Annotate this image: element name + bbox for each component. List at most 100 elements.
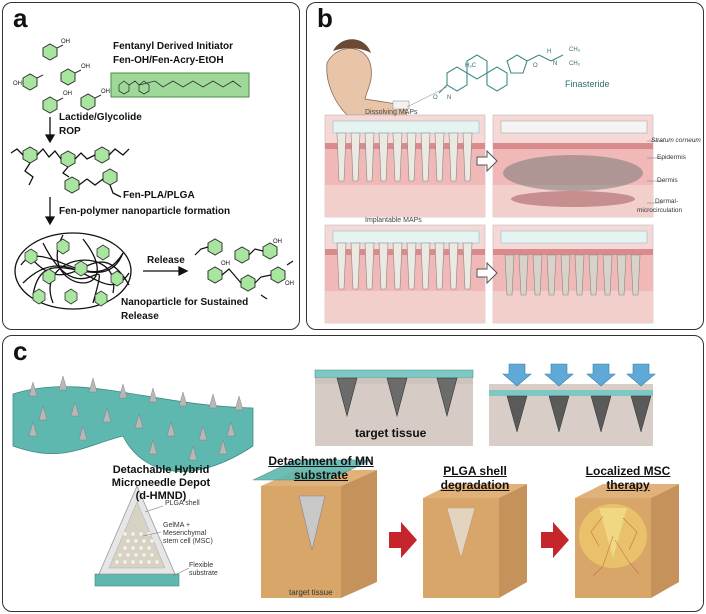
patch-microneedle <box>178 391 188 407</box>
target-tissue-small-label: target tissue <box>289 588 333 597</box>
oh-label: OH <box>63 91 72 97</box>
implantable-maps-label: Implantable MAPs <box>365 217 422 224</box>
microneedle <box>504 254 515 296</box>
microneedle <box>630 254 641 296</box>
stem-cell <box>141 552 147 558</box>
microneedle <box>336 242 347 290</box>
patch-microneedle <box>88 377 98 393</box>
patch-microneedle <box>226 421 236 437</box>
target-tissue-label: target tissue <box>355 426 427 440</box>
microneedle <box>462 132 473 182</box>
microneedle <box>532 254 543 296</box>
microneedle <box>518 254 529 296</box>
stem-cell <box>122 531 128 537</box>
oh-label: OH <box>221 261 230 267</box>
patch-microneedle <box>208 393 218 409</box>
patch-microneedle <box>188 445 198 461</box>
microneedle <box>434 132 445 182</box>
patch-microneedle <box>28 421 38 437</box>
oh-label: OH <box>101 89 110 95</box>
stem-cell <box>130 545 136 551</box>
patch-microneedle <box>148 387 158 403</box>
microneedle <box>434 242 445 290</box>
device-title-line1: Detachable Hybrid <box>112 464 210 476</box>
patch-microneedle <box>134 413 144 429</box>
patch-microneedle <box>58 375 68 391</box>
nanoparticle-label-line1: Nanoparticle for Sustained <box>121 297 249 308</box>
finasteride-label: Finasteride <box>565 79 610 89</box>
initiator-subtitle: Fen-OH/Fen-Acry-EtOH <box>113 55 224 66</box>
layer-dermal: Dermal- <box>655 198 679 205</box>
patch-microneedle <box>218 439 228 455</box>
microneedle <box>602 254 613 296</box>
panel-c-drawing <box>12 363 679 598</box>
gelma-label-line1: GelMA + <box>163 522 191 529</box>
panel-c: c <box>2 335 704 612</box>
stem-cell <box>117 552 123 558</box>
stem-cell <box>138 559 144 565</box>
microneedle <box>420 132 431 182</box>
stem-cell <box>125 552 131 558</box>
svg-text:CH₃: CH₃ <box>569 47 581 53</box>
oh-label: OH <box>285 281 294 287</box>
panel-a-label: a <box>13 3 28 33</box>
microneedle <box>350 242 361 290</box>
patch-microneedle <box>118 383 128 399</box>
microneedle <box>546 254 557 296</box>
panel-b-drawing: H₃C O H N CH₃ CH₃ O N <box>324 39 663 324</box>
step-therapy-line1: Localized MSC <box>585 464 671 478</box>
svg-text:CH₃: CH₃ <box>569 61 581 67</box>
microneedle <box>378 132 389 182</box>
panel-a: a <box>2 2 300 330</box>
step-degradation-line2: degradation <box>440 478 510 492</box>
stem-cell <box>122 559 128 565</box>
svg-text:H₃C: H₃C <box>465 63 477 69</box>
svg-text:O: O <box>433 95 438 101</box>
device-title-line2: Microneedle Depot <box>111 477 211 489</box>
microneedle <box>420 242 431 290</box>
plga-shell-label: PLGA shell <box>165 500 200 507</box>
stem-cell <box>146 545 152 551</box>
oh-label: OH <box>81 64 90 70</box>
patch-microneedle <box>234 395 244 411</box>
oh-label: OH <box>273 239 282 245</box>
microneedle <box>560 254 571 296</box>
step1-reagents: Lactide/Glycolide <box>59 112 142 123</box>
oh-label: OH <box>13 81 22 87</box>
svg-text:H: H <box>547 49 551 55</box>
stem-cell <box>146 559 152 565</box>
stem-cell <box>125 538 131 544</box>
svg-text:N: N <box>447 95 451 101</box>
panel-c-label: c <box>13 336 28 366</box>
microneedle <box>574 254 585 296</box>
stem-cell <box>149 538 155 544</box>
stem-cell <box>149 552 155 558</box>
microneedle <box>448 242 459 290</box>
flexible-substrate-line1: Flexible <box>189 562 214 569</box>
microneedle <box>616 254 627 296</box>
step-therapy-line2: therapy <box>606 478 650 492</box>
panel-b-label: b <box>317 3 333 33</box>
patch-microneedle <box>166 421 176 437</box>
panel-b: b H₃C O H N CH₃ CH₃ O N <box>306 2 704 330</box>
step-degradation-line1: PLGA shell <box>443 464 507 478</box>
oh-label: OH <box>61 39 70 45</box>
nanoparticle-label-line2: Release <box>121 311 159 322</box>
stem-cell <box>138 531 144 537</box>
stem-cell <box>130 559 136 565</box>
microneedle <box>406 242 417 290</box>
microneedle <box>448 132 459 182</box>
step-detachment-line2: substrate <box>293 468 349 482</box>
stem-cell <box>138 545 144 551</box>
dissolving-maps-label: Dissolving MAPs <box>365 109 418 116</box>
svg-text:O: O <box>533 63 538 69</box>
step2-label: Fen-polymer nanoparticle formation <box>59 206 231 217</box>
person-figure <box>326 39 410 116</box>
gelma-label-line3: stem cell (MSC) <box>163 538 213 545</box>
patch-microneedle <box>102 407 112 423</box>
patch-microneedle <box>70 401 80 417</box>
initiator-title: Fentanyl Derived Initiator <box>113 41 234 52</box>
step-detachment-line1: Detachment of MN <box>268 454 374 468</box>
patch-microneedle <box>38 405 48 421</box>
patch-microneedle <box>198 425 208 441</box>
